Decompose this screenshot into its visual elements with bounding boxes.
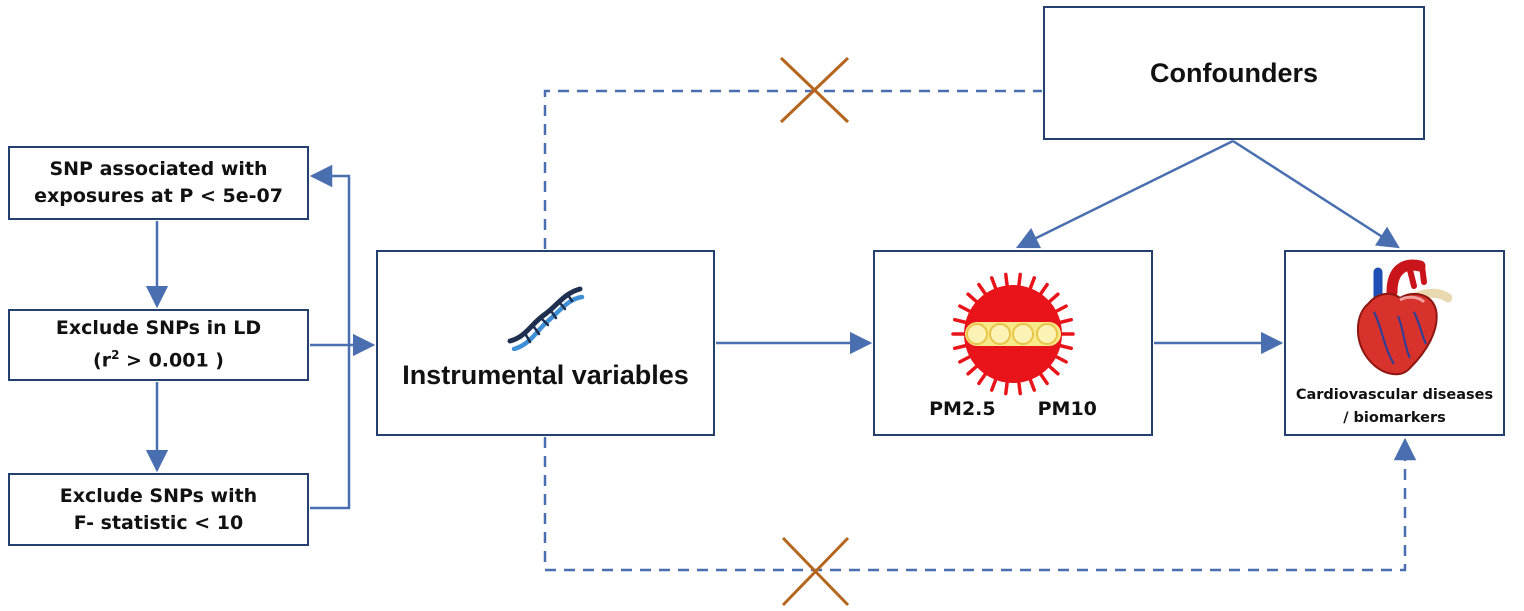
dashed-path-iv-to-confounders: [543, 89, 1042, 249]
instrumental-variables-box: Instrumental variables: [376, 250, 715, 436]
dashed-path-iv-to-cvd: [543, 437, 1417, 572]
particulate-matter-box: PM2.5 PM10: [873, 250, 1153, 436]
exclude-ld-superscript: 2: [111, 348, 120, 363]
snp-association-box: SNP associated with exposures at P < 5e-…: [8, 146, 309, 220]
dna-icon: [507, 286, 585, 351]
heart-icon: [1357, 259, 1452, 376]
confounders-label: Confounders: [1150, 57, 1318, 88]
arrow-confounders-to-pm: [1015, 139, 1234, 249]
snp-association-line2: exposures at P < 5e-07: [34, 185, 283, 207]
blocked-cross-bottom: [781, 536, 850, 607]
particulate-matter-labels: PM2.5 PM10: [875, 398, 1151, 420]
exclude-ld-suffix: > 0.001 ): [119, 349, 224, 372]
particulate-matter-icon: [951, 272, 1075, 396]
arrow-confounders-to-cvd: [1232, 139, 1400, 249]
exclude-f-line2: F- statistic < 10: [73, 511, 244, 534]
exclude-ld-line2: (r2 > 0.001 ): [93, 342, 224, 374]
exclude-f-box: Exclude SNPs with F- statistic < 10: [8, 473, 309, 546]
instrumental-variables-label: Instrumental variables: [402, 360, 689, 390]
cardiovascular-outcome-line1: Cardiovascular diseases: [1295, 387, 1494, 403]
exclude-ld-line1: Exclude SNPs in LD: [55, 317, 262, 340]
exclude-f-line1: Exclude SNPs with: [59, 484, 258, 507]
cardiovascular-outcome-line2: / biomarkers: [1343, 410, 1446, 426]
blocked-cross-top: [779, 56, 850, 124]
pm25-label: PM2.5: [929, 398, 996, 420]
exclude-ld-prefix: (r: [93, 349, 112, 372]
cardiovascular-outcome-box: Cardiovascular diseases / biomarkers: [1284, 250, 1505, 436]
confounders-box: Confounders: [1043, 6, 1425, 140]
snp-association-line1: SNP associated with: [49, 158, 268, 180]
pm10-label: PM10: [1037, 398, 1097, 420]
exclude-ld-box: Exclude SNPs in LD (r2 > 0.001 ): [8, 309, 309, 381]
cardiovascular-outcome-label: Cardiovascular diseases / biomarkers: [1286, 384, 1503, 430]
feedback-line-f-to-snp: [309, 164, 351, 510]
